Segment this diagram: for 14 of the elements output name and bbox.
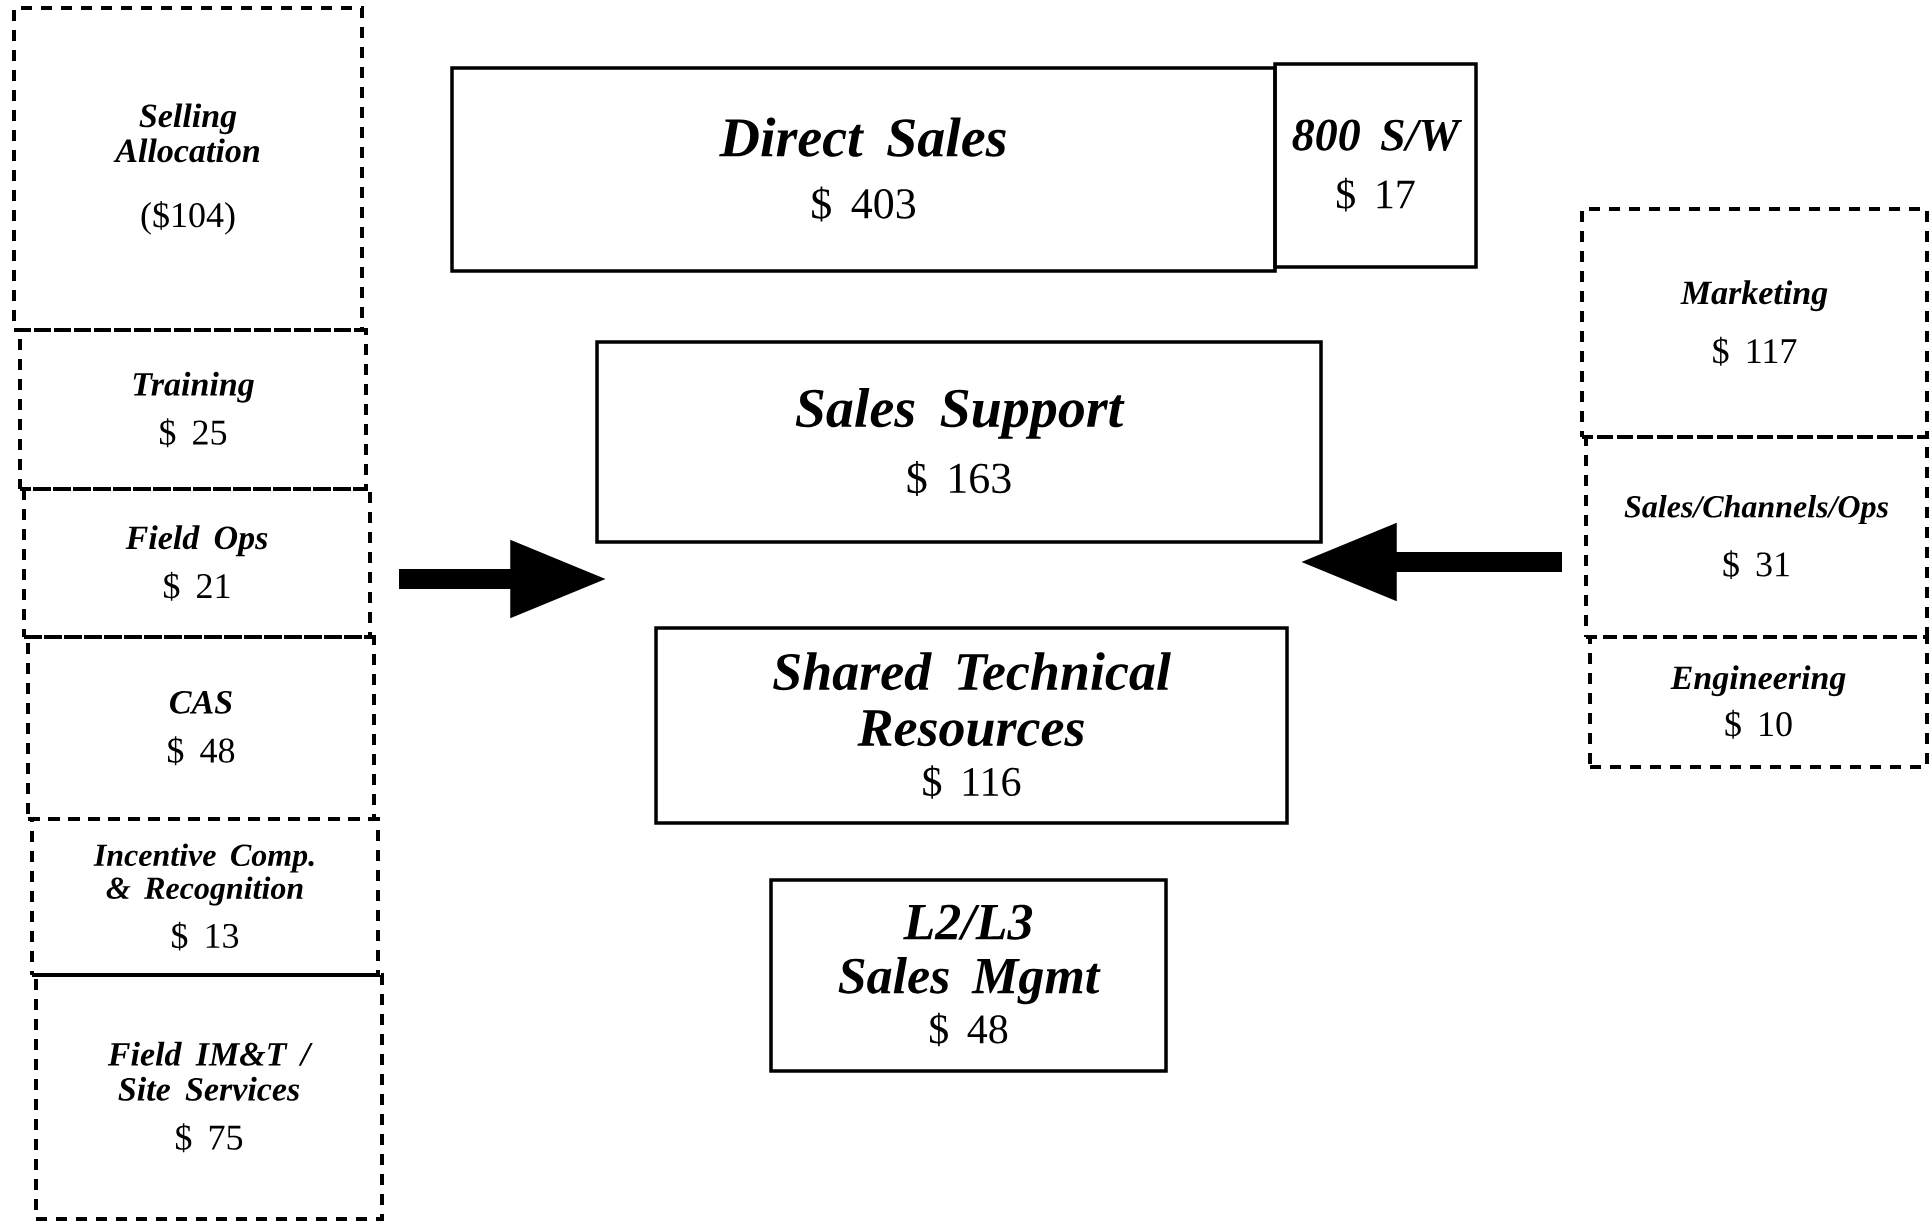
dashed-box: Engineering $ 10 [1588,635,1929,769]
dashed-box: CAS $ 48 [26,635,376,821]
dashed-box: Marketing $ 117 [1580,207,1929,439]
dashed-box: Training $ 25 [18,328,368,491]
label-box: Sales Support $ 163 [595,340,1323,544]
dashed-box: Field IM&T / Site Services $ 75 [34,973,384,1221]
dashed-box: Field Ops $ 21 [22,487,372,639]
label-box: Shared Technical Resources $ 116 [654,626,1289,825]
dashed-box: Sales/Channels/Ops $ 31 [1584,435,1929,639]
label-box: Direct Sales $ 403 [450,66,1277,273]
dashed-box: Selling Allocation ($104) [12,6,364,332]
dashed-box: Incentive Comp. & Recognition $ 13 [30,817,380,977]
label-box: L2/L3 Sales Mgmt $ 48 [769,878,1168,1073]
label-box: 800 S/W $ 17 [1273,62,1478,269]
